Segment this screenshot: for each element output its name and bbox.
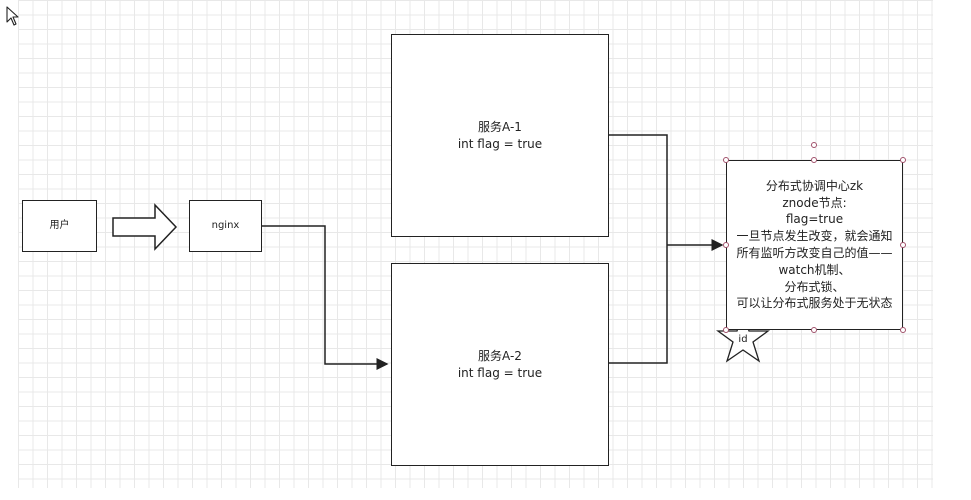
selection-handle-bottom-center[interactable] <box>811 327 817 333</box>
node-service-a2-label: 服务A-2 int flag = true <box>457 349 543 380</box>
canvas-margin-right <box>933 0 971 500</box>
rotation-handle[interactable] <box>811 142 817 148</box>
node-zk-label: 分布式协调中心zk znode节点: flag=true 一旦节点发生改变，就会… <box>736 178 893 311</box>
node-user-label: 用户 <box>49 220 70 232</box>
canvas-margin-bottom <box>0 488 971 500</box>
node-service-a1[interactable]: 服务A-1 int flag = true <box>391 34 609 237</box>
node-service-a2[interactable]: 服务A-2 int flag = true <box>391 263 609 466</box>
node-nginx-label: nginx <box>211 220 240 232</box>
selection-handle-middle-left[interactable] <box>723 242 729 248</box>
mouse-pointer-icon <box>6 6 19 26</box>
block-arrow-user-to-nginx[interactable] <box>112 203 178 251</box>
node-user[interactable]: 用户 <box>22 200 97 252</box>
selection-handle-top-left[interactable] <box>723 157 729 163</box>
node-nginx[interactable]: nginx <box>189 200 262 252</box>
selection-handle-middle-right[interactable] <box>900 242 906 248</box>
edge-service-a1-to-merge[interactable] <box>609 134 668 245</box>
edge-service-a2-to-merge[interactable] <box>609 245 668 364</box>
node-service-a1-label: 服务A-1 int flag = true <box>457 120 543 151</box>
selection-handle-bottom-left[interactable] <box>723 327 729 333</box>
star-shape-label: id <box>738 334 748 345</box>
selection-handle-bottom-right[interactable] <box>900 327 906 333</box>
node-zk-coordination-center[interactable]: 分布式协调中心zk znode节点: flag=true 一旦节点发生改变，就会… <box>726 160 903 330</box>
edge-nginx-to-service-a2[interactable] <box>262 225 389 370</box>
selection-handle-top-right[interactable] <box>900 157 906 163</box>
selection-handle-top-center[interactable] <box>811 157 817 163</box>
